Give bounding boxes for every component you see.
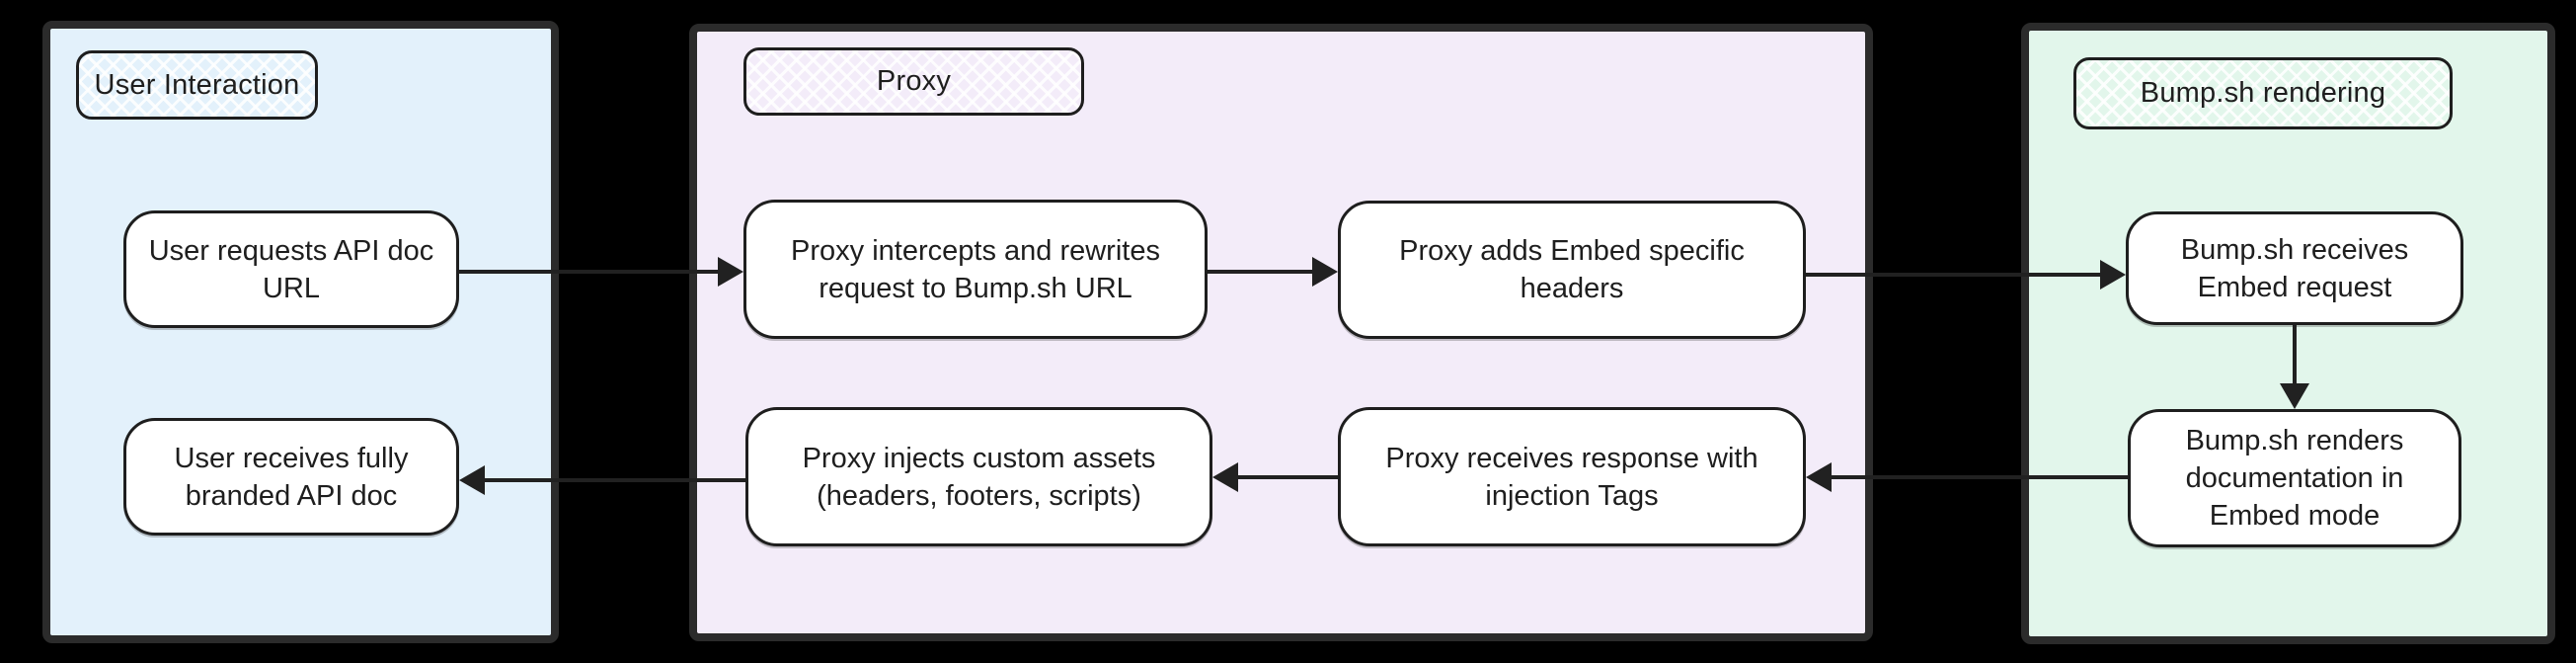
arrowhead-right-icon — [718, 257, 743, 287]
node-text: User receives fully branded API doc — [174, 442, 409, 512]
group-label-user-interaction: User Interaction — [76, 50, 318, 120]
arrow-b4-b3-shaft — [1238, 475, 1338, 479]
arrow-b1-b2-shaft — [1208, 270, 1312, 274]
node-proxy-injects-custom-assets: Proxy injects custom assets (headers, fo… — [745, 407, 1212, 546]
node-text: Proxy intercepts and rewrites request to… — [791, 234, 1160, 304]
arrowhead-right-icon — [2100, 260, 2126, 290]
node-text: Proxy injects custom assets (headers, fo… — [802, 442, 1156, 512]
arrow-a1-b1-shaft — [459, 270, 718, 274]
node-bumpsh-receives-embed-request: Bump.sh receives Embed request — [2126, 211, 2463, 325]
node-proxy-receives-response: Proxy receives response with injection T… — [1338, 407, 1806, 546]
group-label-proxy: Proxy — [743, 47, 1084, 116]
node-text: Proxy receives response with injection T… — [1385, 442, 1758, 512]
arrowhead-left-icon — [1806, 462, 1832, 492]
group-label-text: Bump.sh rendering — [2140, 77, 2386, 109]
node-text: Bump.sh receives Embed request — [2180, 233, 2409, 303]
arrow-c2-b4-shaft — [1832, 475, 2128, 479]
arrowhead-right-icon — [1312, 257, 1338, 287]
arrow-b3-a2-shaft — [485, 478, 745, 482]
arrowhead-left-icon — [459, 465, 485, 495]
arrow-c1-c2-shaft — [2293, 325, 2297, 383]
arrowhead-down-icon — [2280, 383, 2309, 409]
node-proxy-adds-embed-headers: Proxy adds Embed specific headers — [1338, 201, 1806, 339]
node-bumpsh-renders-embed-mode: Bump.sh renders documentation in Embed m… — [2128, 409, 2461, 547]
node-proxy-intercepts-rewrites: Proxy intercepts and rewrites request to… — [743, 200, 1208, 339]
node-text: Proxy adds Embed specific headers — [1399, 235, 1745, 304]
arrowhead-left-icon — [1212, 462, 1238, 492]
node-text: Bump.sh renders documentation in Embed m… — [2185, 425, 2404, 532]
arrow-b2-c1-shaft — [1806, 273, 2100, 277]
group-label-text: Proxy — [876, 65, 952, 97]
node-user-requests-api-doc-url: User requests API doc URL — [123, 210, 459, 328]
group-label-bumpsh-rendering: Bump.sh rendering — [2073, 57, 2453, 129]
group-label-text: User Interaction — [94, 68, 300, 101]
node-text: User requests API doc URL — [148, 234, 434, 304]
group-user-interaction — [42, 21, 559, 643]
node-user-receives-branded-api-doc: User receives fully branded API doc — [123, 418, 459, 536]
